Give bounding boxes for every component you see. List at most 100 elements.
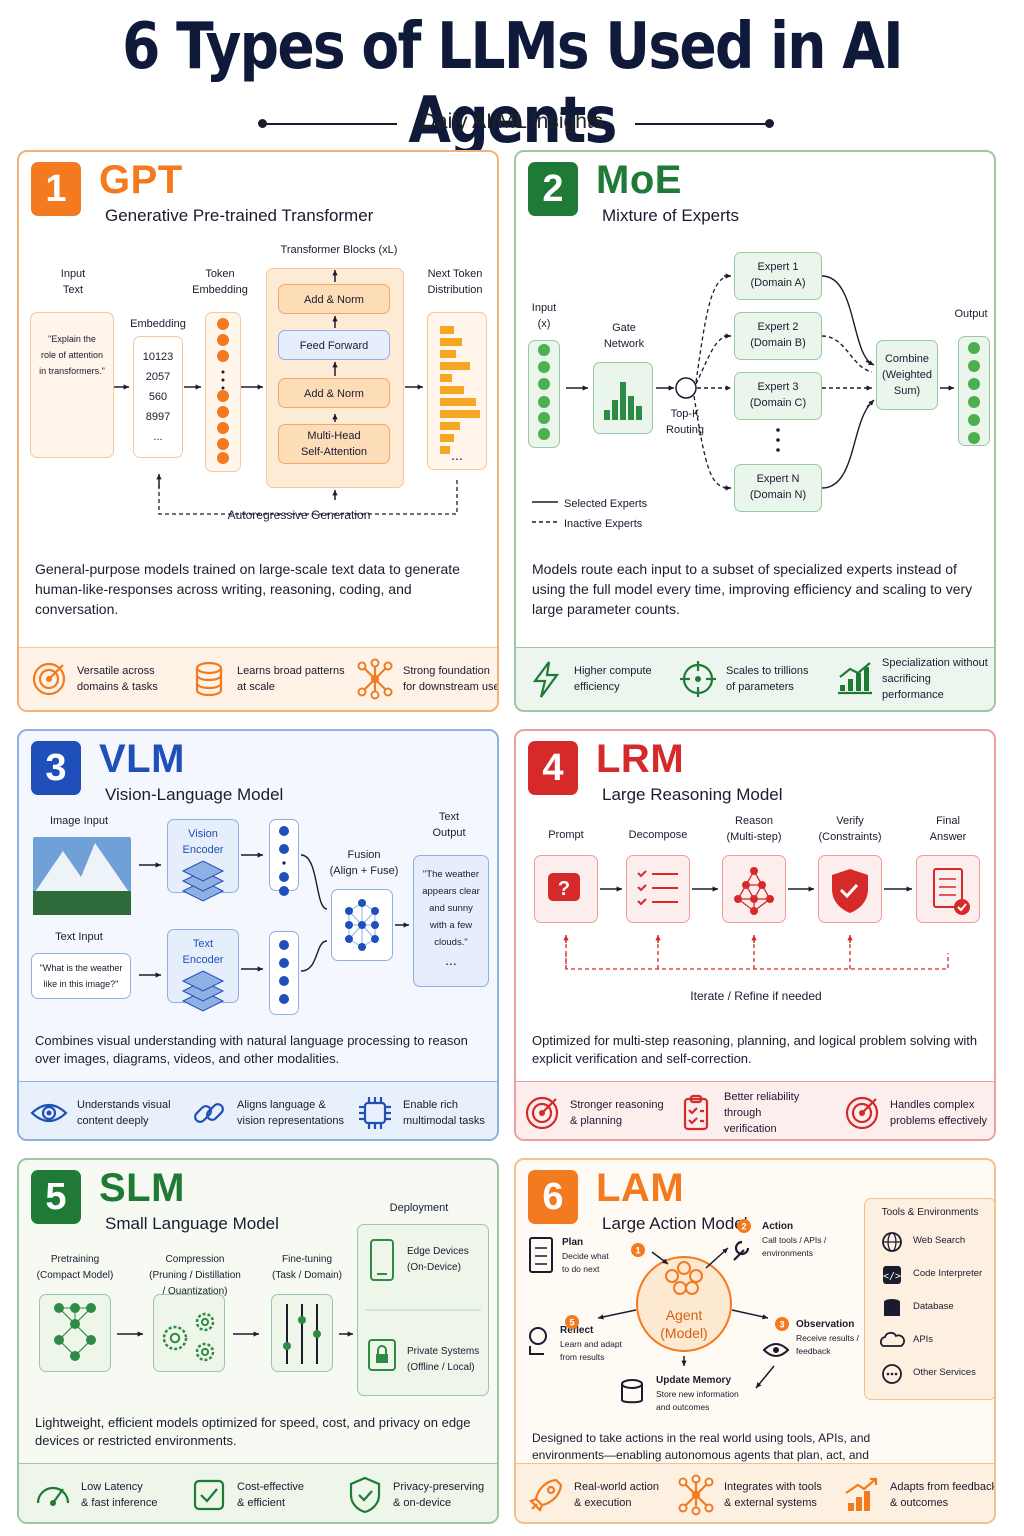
- gear-icon: [195, 1342, 215, 1362]
- brain-icon: [665, 1269, 679, 1283]
- arrowhead: [662, 1258, 668, 1264]
- tool-label: APIs: [913, 1334, 934, 1345]
- tool-label: Other Services: [913, 1367, 976, 1378]
- text-token: [279, 958, 289, 968]
- distribution-bar: [440, 386, 464, 394]
- pretrain-network-icon: [70, 1303, 80, 1313]
- fusion-node: [371, 907, 379, 915]
- step-title: Plan: [562, 1237, 584, 1248]
- stage-box: [153, 1294, 225, 1372]
- more-dot: [894, 1372, 898, 1376]
- panel-subtitle: Large Action Model: [602, 1214, 748, 1233]
- vision-token: [279, 872, 289, 882]
- expert-box: Expert N (Domain N): [734, 464, 822, 512]
- text-input-box: "What is the weather like in this image?…: [31, 953, 131, 999]
- gear-icon: [195, 1312, 215, 1332]
- fusion-node: [371, 935, 379, 943]
- network-icon: [357, 658, 393, 700]
- feature-label: Understands visual content deeply: [77, 1099, 171, 1127]
- encoder-layer: [181, 860, 225, 882]
- step-label: Reason (Multi-step): [726, 815, 782, 843]
- step-label: Decompose: [628, 829, 688, 841]
- arrowhead: [725, 385, 731, 391]
- embedding-label: Embedding: [130, 318, 186, 330]
- pretrain-network-icon: [86, 1335, 96, 1345]
- page-title: 6 Types of LLMs Used in AI Agents: [122, 10, 903, 158]
- input-dot: [538, 428, 550, 440]
- arrowhead: [756, 1382, 762, 1388]
- lock-body: [376, 1354, 388, 1363]
- tool-label: Code Interpreter: [913, 1268, 983, 1279]
- input-dot: [538, 378, 550, 390]
- transformer-blocks-label: Transformer Blocks (xL): [280, 244, 398, 256]
- arrowhead: [155, 972, 161, 978]
- gpt-panel: 1 GPT Generative Pre-trained Transformer…: [17, 150, 499, 712]
- deployment-label: Deployment: [389, 1202, 449, 1214]
- step-label: Prompt: [548, 829, 584, 841]
- step-number-badge: [737, 1219, 751, 1233]
- panel-number: 1: [31, 162, 81, 216]
- distribution-bar: [440, 326, 454, 334]
- panel-title: LAM: [596, 1166, 685, 1210]
- input-dot: [538, 344, 550, 356]
- feature-label: Versatile across domains & tasks: [77, 665, 158, 693]
- gate-bar: [604, 410, 610, 420]
- distribution-bar: [440, 374, 452, 382]
- feature-item: Aligns language & vision representations: [189, 1082, 347, 1139]
- gate-network-label: Gate Network: [603, 322, 645, 350]
- feature-label: Enable rich multimodal tasks: [403, 1099, 485, 1127]
- output-vector: [958, 336, 990, 446]
- feature-label: Adapts from feedback & outcomes: [890, 1481, 996, 1509]
- expert-label: Expert 1 (Domain A): [750, 261, 806, 289]
- feature-label: Handles complex problems effectively: [890, 1099, 988, 1127]
- pretrain-network-icon: [70, 1351, 80, 1361]
- brain-icon: [685, 1281, 699, 1295]
- step-number-badge: [631, 1243, 645, 1257]
- crosshair-icon: [680, 661, 716, 697]
- target-icon: [32, 662, 66, 696]
- arrowhead: [156, 474, 162, 480]
- network-integrations-icon: [678, 1474, 714, 1516]
- panel-subtitle: Vision-Language Model: [105, 785, 284, 804]
- ellipsis-dot: [776, 438, 780, 442]
- panel-number: 5: [31, 1170, 81, 1224]
- ellipsis: ...: [445, 952, 457, 968]
- arrowhead: [868, 360, 874, 365]
- step-detail: Decide what to do next: [562, 1251, 609, 1274]
- panel-subtitle: Small Language Model: [105, 1214, 279, 1233]
- input-dot: [538, 412, 550, 424]
- embedding-dot: [217, 334, 229, 346]
- vision-token: [279, 826, 289, 836]
- subtitle: Daily AI/ML insights: [420, 110, 604, 133]
- arrowhead: [598, 1314, 604, 1320]
- wrench-icon: [733, 1240, 750, 1261]
- feature-label: Cost-effective & efficient: [237, 1481, 305, 1509]
- feature-label: Integrates with tools & external systems: [724, 1481, 822, 1509]
- graph-icon: [742, 881, 750, 889]
- arrowhead: [725, 485, 731, 491]
- feature-item: Scales to trillions of parameters: [678, 648, 836, 710]
- distribution-bar: [440, 434, 454, 442]
- database-icon: [621, 1379, 643, 1389]
- step-number: 2: [741, 1222, 746, 1232]
- output-dot: [968, 360, 980, 372]
- step-title: Reflect: [560, 1325, 594, 1336]
- slider-knob: [283, 1342, 291, 1350]
- route-expert-1: [695, 275, 731, 383]
- arrowhead: [655, 935, 661, 941]
- arrowhead: [725, 333, 731, 339]
- brain-icon: [673, 1281, 687, 1295]
- transformer-block: Multi-Head Self-Attention: [278, 424, 390, 464]
- input-label: Input (x): [531, 302, 557, 330]
- check-mark: [839, 883, 859, 899]
- stage-label: Compression (Pruning / Distillation / Qu…: [149, 1254, 241, 1297]
- arrowhead: [847, 935, 853, 941]
- tool-label: Web Search: [913, 1235, 966, 1246]
- step-number: 1: [635, 1246, 640, 1256]
- divider-line: [635, 123, 770, 125]
